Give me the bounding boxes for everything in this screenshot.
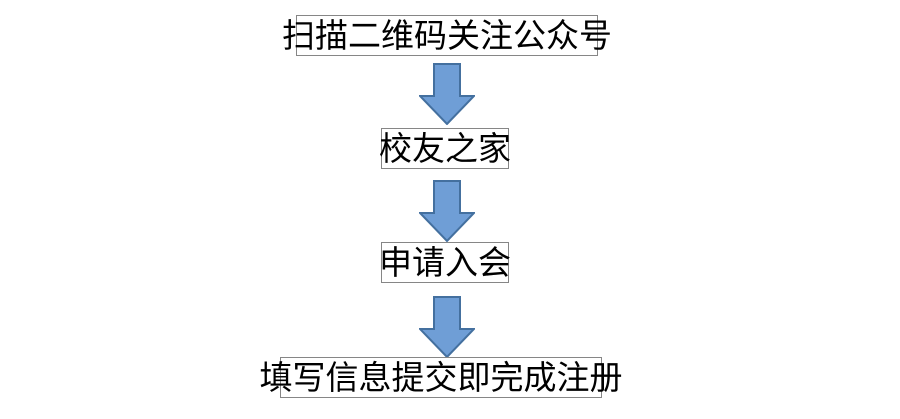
flowchart-node-step-1: 扫描二维码关注公众号 <box>282 15 612 56</box>
flowchart-node-label: 校友之家 <box>379 129 511 168</box>
flowchart-node-label: 填写信息提交即完成注册 <box>259 358 623 397</box>
flowchart-node-step-2: 校友之家 <box>379 128 511 169</box>
flowchart-node-step-4: 填写信息提交即完成注册 <box>260 357 623 398</box>
flowchart-node-step-3: 申请入会 <box>379 242 511 283</box>
flowchart-node-label: 扫描二维码关注公众号 <box>282 16 612 55</box>
arrow-down-icon <box>419 63 475 125</box>
flowchart-node-label: 申请入会 <box>379 243 511 282</box>
arrow-down-icon <box>419 296 475 358</box>
arrow-down-icon <box>419 180 475 242</box>
